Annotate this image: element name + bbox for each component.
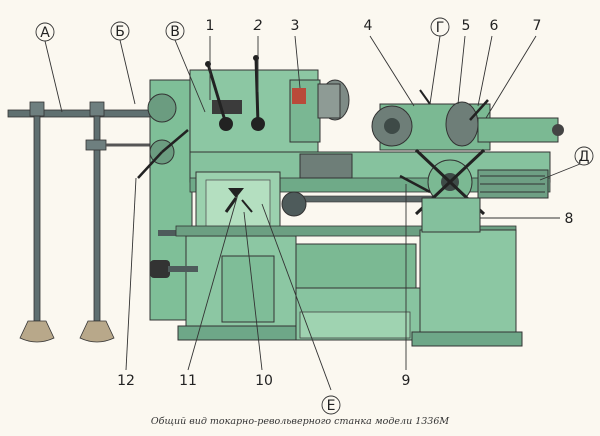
- label-D: Д: [574, 146, 594, 166]
- label-E: Е: [321, 395, 341, 415]
- svg-text:А: А: [40, 25, 50, 41]
- label-1: 1: [206, 18, 215, 34]
- label-B: Б: [110, 21, 130, 41]
- label-10: 10: [255, 373, 273, 389]
- label-4: 4: [364, 18, 373, 34]
- label-A: А: [35, 22, 55, 42]
- svg-text:Д: Д: [579, 149, 590, 165]
- left-pedestal: [150, 230, 305, 341]
- right-pedestal: [411, 229, 523, 347]
- figure-caption: Общий вид токарно-револьверного станка м…: [150, 416, 450, 427]
- label-9: 9: [402, 373, 411, 389]
- label-2: 2: [254, 18, 263, 34]
- label-11: 11: [179, 373, 197, 389]
- bar-stock-stands: [7, 101, 204, 343]
- label-V: В: [165, 21, 185, 41]
- label-3: 3: [291, 18, 300, 34]
- chip-tray: [175, 225, 517, 341]
- label-6: 6: [490, 18, 499, 34]
- carriage: [299, 148, 549, 233]
- svg-text:В: В: [170, 24, 180, 40]
- label-12: 12: [117, 373, 135, 389]
- label-5: 5: [462, 18, 471, 34]
- feed-box: [195, 171, 281, 237]
- label-7: 7: [533, 18, 542, 34]
- svg-text:Г: Г: [436, 20, 445, 36]
- turret-slide: [371, 89, 564, 151]
- svg-text:Е: Е: [327, 398, 336, 414]
- label-8: 8: [565, 211, 574, 227]
- label-G: Г: [430, 17, 450, 37]
- svg-text:Б: Б: [115, 24, 125, 40]
- leader-lines: [44, 35, 581, 391]
- headstock: [137, 55, 350, 321]
